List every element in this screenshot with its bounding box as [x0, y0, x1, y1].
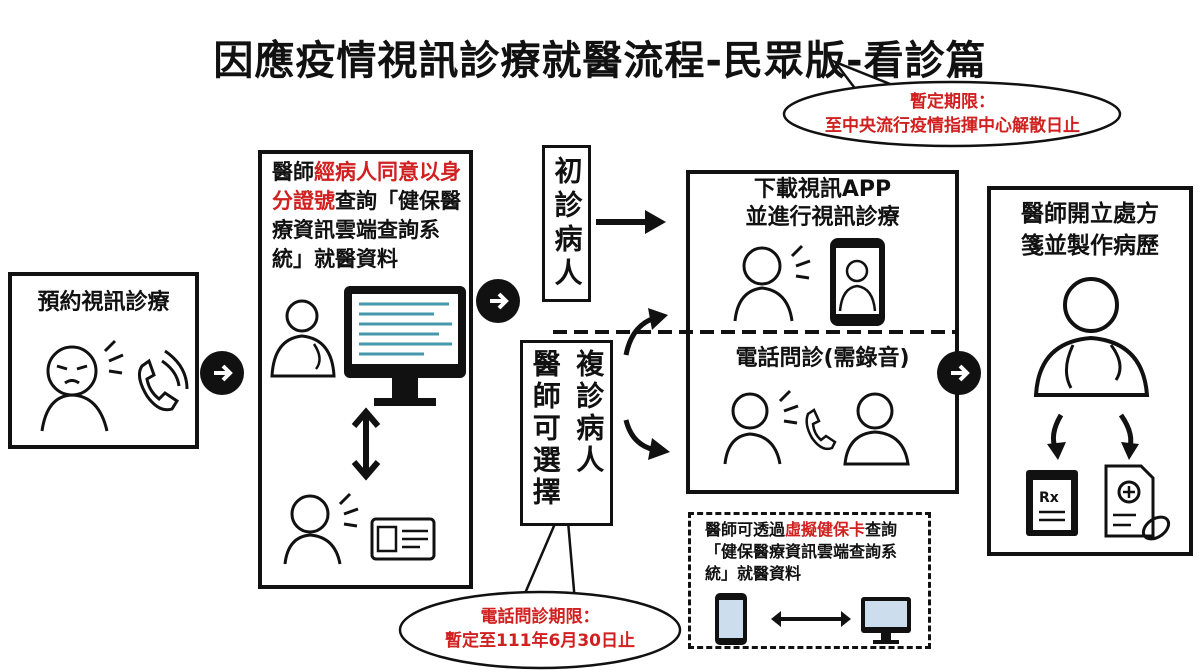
return-visit-label: 複診病人 — [572, 349, 606, 477]
patient-id-card-icon — [283, 492, 436, 565]
virtual-card-text-1: 醫師可透過 — [705, 520, 786, 539]
phone-monitor-icon — [715, 593, 911, 645]
step-prescription: 醫師開立處方 箋並製作病歷 Rx — [987, 186, 1193, 556]
virtual-card-box: 醫師可透過虛擬健保卡查詢「健保醫療資訊雲端查詢系統」就醫資料 — [688, 512, 931, 649]
video-line2: 並進行視訊診療 — [745, 205, 900, 230]
final-line2: 箋並製作病歷 — [1021, 233, 1159, 259]
doctor-prescription-icon: Rx — [1026, 277, 1171, 541]
doctor-monitor-icon — [270, 286, 466, 481]
patient-phone-doctor-icon — [723, 389, 910, 466]
virtual-card-text: 醫師可透過虛擬健保卡查詢「健保醫療資訊雲端查詢系統」就醫資料 — [691, 515, 928, 585]
final-text: 醫師開立處方 箋並製作病歷 — [991, 198, 1189, 262]
phone-deadline-line2: 暫定至111年6月30日止 — [445, 631, 635, 651]
phone-consult-label: 電話問診(需錄音) — [735, 346, 910, 371]
first-visit-label: 初診病人 — [550, 156, 584, 292]
virtual-card-text-3: 查詢「健保醫療資訊雲端查詢系統」就醫資料 — [705, 520, 898, 583]
patient-video-app-icon — [733, 238, 885, 326]
step1-label: 預約視訊診療 — [37, 290, 170, 315]
return-visit-box: 醫師可選擇 複診病人 — [520, 340, 613, 526]
patient-phone-icon — [40, 339, 189, 432]
video-consult: 下載視訊APP 並進行視訊診療 — [690, 176, 955, 232]
phone-deadline-bubble: 電話問診期限： 暫定至111年6月30日止 — [405, 605, 675, 653]
phone-deadline-line1: 電話問診期限： — [480, 607, 600, 627]
step-doctor-query: 醫師經病人同意以身分證號查詢「健保醫療資訊雲端查詢系統」就醫資料 — [258, 150, 473, 589]
step2-text-3: 查詢「健保醫療資訊雲端查詢系統」就醫資料 — [272, 189, 461, 271]
deadline-line1: 暫定期限： — [910, 92, 995, 112]
final-line1: 醫師開立處方 — [1021, 201, 1159, 227]
arrow-right-icon — [476, 279, 520, 323]
deadline-line2: 至中央流行疫情指揮中心解散日止 — [825, 116, 1080, 136]
step-book-appointment: 預約視訊診療 — [8, 272, 199, 449]
step2-text-red: 經病人同意以身分證號 — [272, 160, 461, 213]
video-line1: 下載視訊APP — [753, 177, 892, 202]
virtual-card-text-red: 虛擬健保卡 — [785, 520, 866, 539]
deadline-bubble: 暫定期限： 至中央流行疫情指揮中心解散日止 — [790, 90, 1115, 138]
step2-text: 醫師經病人同意以身分證號查詢「健保醫療資訊雲端查詢系統」就醫資料 — [272, 158, 462, 274]
arrow-right-icon — [937, 351, 981, 395]
consultation-box: 下載視訊APP 並進行視訊診療 電話問診(需錄音) — [686, 170, 959, 494]
svg-text:Rx: Rx — [1039, 490, 1059, 506]
step2-text-1: 醫師 — [272, 160, 314, 184]
first-visit-box: 初診病人 — [542, 145, 591, 302]
doctor-choice-label: 醫師可選擇 — [528, 349, 562, 509]
arrow-right-icon — [200, 351, 244, 395]
